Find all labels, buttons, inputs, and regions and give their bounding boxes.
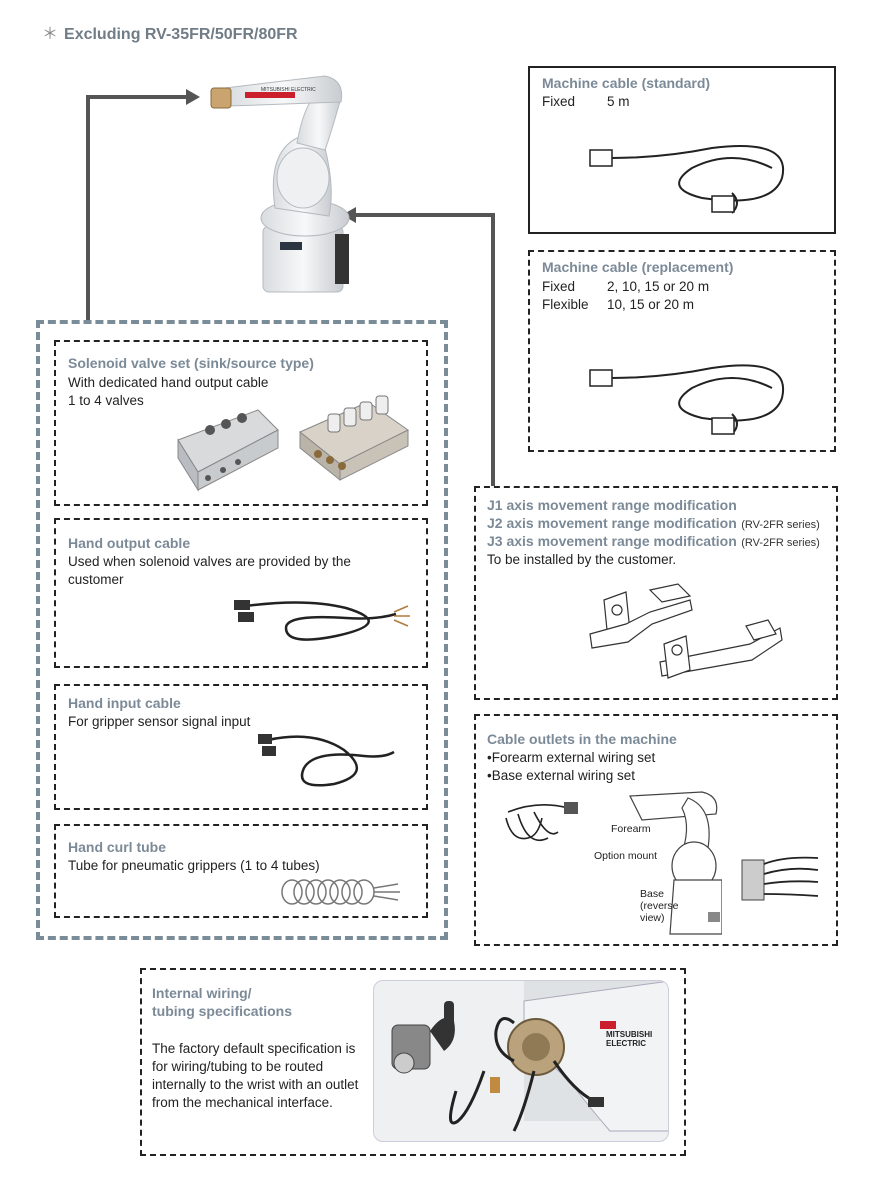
internal-wiring-photo: MITSUBISHI ELECTRIC bbox=[373, 980, 669, 1142]
solenoid-valve-image bbox=[177, 395, 409, 492]
arrowhead-left-icon bbox=[186, 89, 200, 105]
hand-curl-tube-image bbox=[281, 879, 400, 905]
cable-outlets-title: Cable outlets in the machine bbox=[487, 731, 677, 747]
axis-mod-desc: To be installed by the customer. bbox=[487, 552, 677, 567]
hand-input-cable-image bbox=[258, 734, 395, 787]
outlet-robot-outline-image bbox=[629, 791, 722, 935]
photo-logo-1: MITSUBISHI bbox=[606, 1030, 652, 1039]
replacement-row-flexible: Flexible 10, 15 or 20 m bbox=[542, 297, 695, 312]
hand-input-title: Hand input cable bbox=[68, 695, 181, 711]
page-header: ＊ Excluding RV-35FR/50FR/80FR bbox=[42, 20, 298, 44]
outlet-item-forearm: •Forearm external wiring set bbox=[487, 750, 656, 765]
machine-cable-standard-title: Machine cable (standard) bbox=[542, 75, 711, 91]
j1-title: J1 axis movement range modification bbox=[487, 497, 737, 513]
hand-curl-tube-box: Hand curl tube Tube for pneumatic grippe… bbox=[54, 824, 428, 918]
solenoid-valve-box: Solenoid valve set (sink/source type) Wi… bbox=[54, 340, 428, 506]
arrow-to-robot-right bbox=[356, 213, 495, 488]
forearm-wiring-set-image bbox=[505, 802, 578, 842]
internal-title-1: Internal wiring/ bbox=[152, 985, 252, 1001]
hand-input-desc: For gripper sensor signal input bbox=[68, 714, 251, 729]
hand-output-cable-box: Hand output cable Used when solenoid val… bbox=[54, 518, 428, 668]
hand-input-cable-box: Hand input cable For gripper sensor sign… bbox=[54, 684, 428, 810]
machine-cable-standard-image bbox=[589, 145, 785, 214]
hand-output-cable-image bbox=[234, 600, 410, 641]
cable-outlets-box: Cable outlets in the machine •Forearm ex… bbox=[474, 714, 838, 946]
hand-options-group bbox=[36, 320, 448, 940]
machine-cable-replacement-image bbox=[589, 364, 785, 435]
base-wiring-set-image bbox=[741, 856, 819, 901]
machine-cable-standard-row: Fixed 5 m bbox=[542, 94, 630, 109]
hand-output-title: Hand output cable bbox=[68, 535, 191, 551]
solenoid-title: Solenoid valve set (sink/source type) bbox=[68, 355, 314, 371]
label-option-mount: Option mount bbox=[594, 850, 658, 862]
hand-curl-desc: Tube for pneumatic grippers (1 to 4 tube… bbox=[68, 858, 320, 873]
solenoid-line1: With dedicated hand output cable bbox=[68, 375, 269, 390]
hand-output-desc: Used when solenoid valves are provided b… bbox=[68, 554, 351, 587]
label-base-2: (reverse bbox=[640, 900, 679, 912]
replacement-row-fixed: Fixed 2, 10, 15 or 20 m bbox=[542, 279, 710, 294]
label-base-1: Base bbox=[640, 888, 664, 900]
outlet-item-base: •Base external wiring set bbox=[487, 768, 636, 783]
photo-logo-2: ELECTRIC bbox=[606, 1039, 646, 1048]
axis-modification-box: J1 axis movement range modification J2 a… bbox=[474, 486, 838, 700]
machine-cable-replacement-box: Machine cable (replacement) Fixed 2, 10,… bbox=[528, 250, 836, 452]
internal-desc: The factory default specification is for… bbox=[152, 1041, 359, 1110]
label-base-3: view) bbox=[640, 912, 665, 924]
j2-line: J2 axis movement range modification (RV-… bbox=[487, 515, 820, 531]
arrowhead-right-icon bbox=[342, 207, 356, 223]
machine-cable-standard-box: Machine cable (standard) Fixed 5 m bbox=[528, 66, 836, 234]
wrist-wiring-illustration: MITSUBISHI ELECTRIC bbox=[391, 981, 668, 1132]
machine-cable-replacement-title: Machine cable (replacement) bbox=[542, 259, 734, 275]
j3-line: J3 axis movement range modification (RV-… bbox=[487, 533, 820, 549]
asterisk-icon: ＊ bbox=[42, 26, 59, 43]
robot-logo: MITSUBISHI ELECTRIC bbox=[261, 87, 316, 93]
label-forearm: Forearm bbox=[611, 823, 651, 835]
arrow-to-robot-left bbox=[86, 95, 190, 322]
robot-arm-illustration: MITSUBISHI ELECTRIC bbox=[210, 75, 350, 293]
internal-title-2: tubing specifications bbox=[152, 1003, 293, 1019]
solenoid-line2: 1 to 4 valves bbox=[68, 393, 144, 408]
hand-curl-title: Hand curl tube bbox=[68, 839, 167, 855]
axis-stopper-parts-image bbox=[589, 583, 783, 679]
header-text: Excluding RV-35FR/50FR/80FR bbox=[64, 26, 298, 43]
